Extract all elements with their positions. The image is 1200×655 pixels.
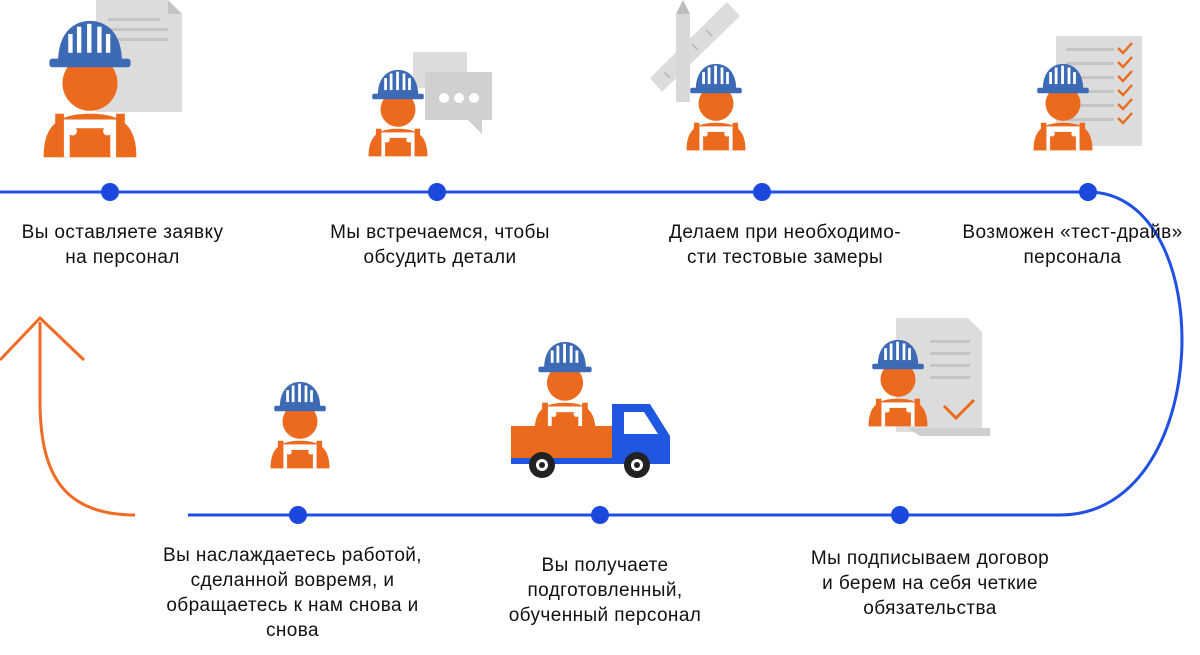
step-dot <box>1079 183 1097 201</box>
step-dot <box>753 183 771 201</box>
step-6-line-1: Вы получаете <box>541 555 669 576</box>
worker-icon <box>270 381 330 469</box>
worker-with-checklist-icon <box>1033 36 1142 151</box>
chat-bubble-icon <box>413 52 492 134</box>
step-6-label: Вы получаете подготовленный, обученный п… <box>485 553 725 628</box>
step-5-label: Мы подписываем договор и берем на себя ч… <box>790 546 1070 621</box>
step-1-line-1: Вы оставляете заявку <box>21 222 224 243</box>
step-7-line-1: Вы наслаждаетесь работой, <box>163 545 422 566</box>
worker-with-ruler-and-pencil-icon <box>650 0 746 151</box>
worker-with-chat-bubble-icon <box>368 52 492 157</box>
step-dot <box>101 183 119 201</box>
worker-with-truck-icon <box>511 341 670 478</box>
step-2-label: Мы встречаемся, чтобы обсудить детали <box>305 220 575 270</box>
step-2-line-1: Мы встречаемся, чтобы <box>330 222 550 243</box>
return-arrow-line <box>38 322 136 517</box>
step-2-line-2: обсудить детали <box>363 247 517 268</box>
step-4-line-2: персонала <box>1023 247 1122 268</box>
worker-with-contract-icon <box>868 318 990 436</box>
step-4-line-1: Возможен «тест-драйв» <box>962 222 1183 243</box>
step-3-line-2: сти тестовые замеры <box>686 247 884 268</box>
step-3-line-1: Делаем при необходимо- <box>669 222 901 243</box>
step-6-line-2: подготовленный, <box>527 580 683 601</box>
step-7-line-2: сделанной вовремя, и <box>190 570 395 591</box>
truck-icon <box>511 404 670 478</box>
worker-with-document-icon <box>43 0 182 158</box>
step-7-line-4: снова <box>265 620 319 641</box>
step-3-label: Делаем при необходимо- сти тестовые заме… <box>640 220 930 270</box>
pencil-icon <box>676 0 690 102</box>
step-4-label: Возможен «тест-драйв» персонала <box>945 220 1200 270</box>
step-dot <box>591 506 609 524</box>
step-dot <box>428 183 446 201</box>
step-5-line-3: обязательства <box>863 598 997 619</box>
timeline-dots <box>101 183 1097 524</box>
step-7-line-3: обращаетесь к нам снова и <box>166 595 419 616</box>
step-dot <box>891 506 909 524</box>
step-6-line-3: обученный персонал <box>508 605 702 626</box>
step-1-label: Вы оставляете заявку на персонал <box>0 220 245 270</box>
timeline <box>0 190 1184 517</box>
step-5-line-1: Мы подписываем договор <box>810 548 1050 569</box>
step-7-label: Вы наслаждаетесь работой, сделанной вовр… <box>135 543 450 643</box>
step-5-line-2: и берем на себя четкие <box>822 573 1038 594</box>
return-arrow-head-icon <box>0 315 86 362</box>
step-dot <box>289 506 307 524</box>
step-1-line-2: на персонал <box>65 247 180 268</box>
